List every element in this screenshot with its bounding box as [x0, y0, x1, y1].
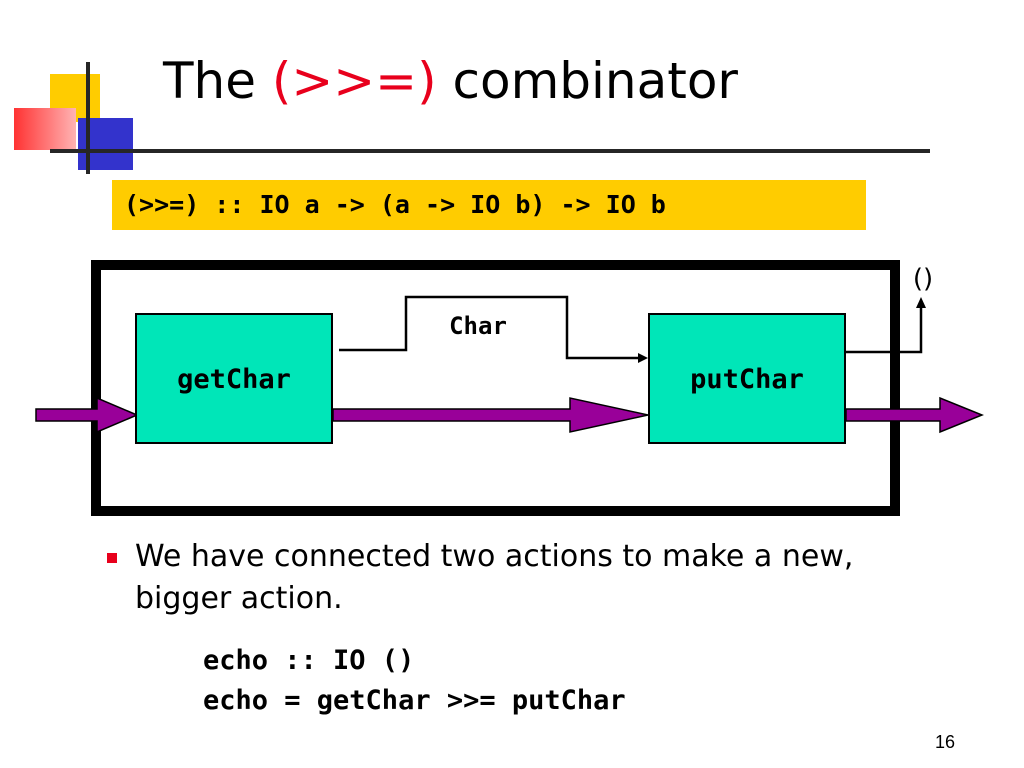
- unit-wire-arrowhead: [916, 297, 926, 308]
- unit-wire: [846, 305, 923, 354]
- char-label: Char: [449, 312, 507, 340]
- page-title: The (>>=) combinator: [163, 54, 738, 109]
- code-line-type: echo :: IO (): [203, 645, 415, 676]
- input-arrow: [35, 396, 139, 434]
- outer-frame: [91, 260, 900, 516]
- unit-label: (): [913, 264, 933, 294]
- char-wire-arrowhead: [638, 353, 648, 363]
- title-accent: (>>=): [271, 52, 437, 110]
- bullet-marker: [107, 553, 117, 563]
- getchar-label: getChar: [177, 364, 291, 395]
- bullet-text: We have connected two actions to make a …: [135, 539, 854, 616]
- slide-number: 16: [935, 732, 956, 752]
- getchar-box: [135, 313, 333, 444]
- putchar-box: [648, 313, 846, 444]
- output-arrow: [845, 396, 984, 434]
- decor-vertical-line: [86, 62, 90, 174]
- title-suffix: combinator: [436, 52, 738, 110]
- code-line-definition: echo = getChar >>= putChar: [203, 685, 626, 716]
- title-rule: [50, 149, 930, 153]
- putchar-label: putChar: [690, 364, 804, 395]
- char-wire: [339, 295, 641, 360]
- decor-red-square: [14, 108, 76, 150]
- title-prefix: The: [163, 52, 272, 110]
- type-signature: (>>=) :: IO a -> (a -> IO b) -> IO b: [112, 180, 866, 230]
- middle-arrow: [332, 397, 649, 433]
